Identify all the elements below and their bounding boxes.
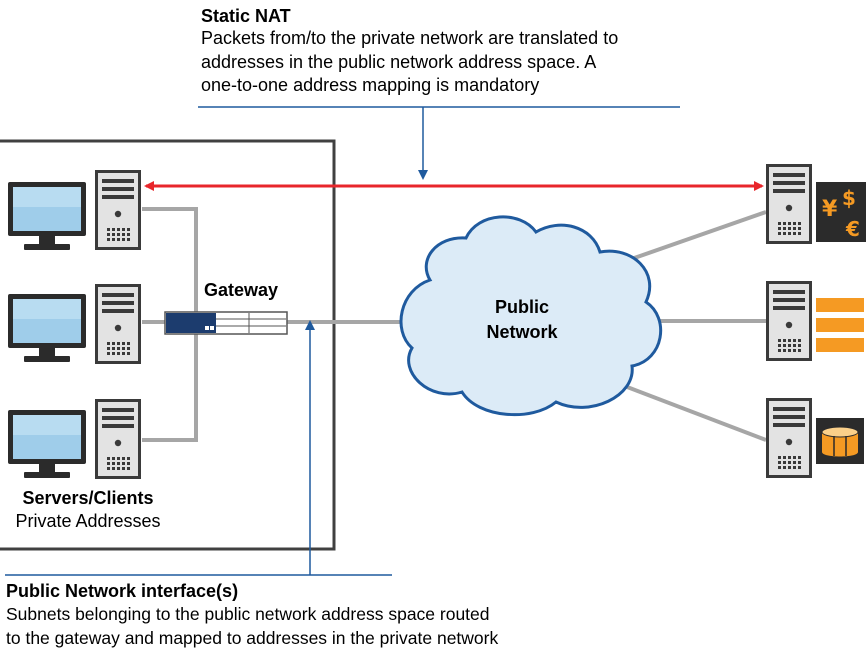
server-tower-icon (95, 170, 141, 250)
monitor-icon (8, 294, 86, 362)
public-interface-line-1: Subnets belonging to the public network … (6, 604, 490, 624)
cloud-label-line-1: Public (494, 297, 549, 317)
static-nat-line-3: one-to-one address mapping is mandatory (201, 75, 540, 95)
svg-text:¥: ¥ (822, 197, 838, 222)
private-host-3 (8, 399, 141, 479)
server-tower-icon (766, 164, 812, 244)
currency-icon: ¥ $ € (816, 182, 866, 242)
public-interface-title: Public Network interface(s) (6, 581, 239, 601)
private-network-title: Servers/Clients (22, 488, 154, 508)
static-nat-line-2: addresses in the public network address … (201, 52, 597, 72)
server-tower-icon (766, 398, 812, 478)
public-server-3 (766, 398, 864, 478)
server-tower-icon (95, 399, 141, 479)
static-nat-line-1: Packets from/to the private network are … (201, 28, 619, 48)
public-interface-line-2: to the gateway and mapped to addresses i… (6, 628, 499, 648)
private-host-2 (8, 284, 141, 364)
svg-text:€: € (845, 217, 860, 241)
cloud-label-line-2: Network (486, 322, 558, 342)
private-network-subtitle: Private Addresses (15, 511, 161, 531)
svg-text:$: $ (842, 186, 856, 210)
server-tower-icon (766, 281, 812, 361)
public-interface-callout (5, 320, 392, 576)
monitor-icon (8, 410, 86, 478)
gateway-device-icon (164, 311, 288, 335)
private-host-1 (8, 170, 141, 250)
database-rows-icon (816, 298, 864, 352)
storage-drum-icon (816, 418, 864, 464)
public-server-2 (766, 281, 864, 361)
static-nat-callout (198, 106, 680, 180)
monitor-icon (8, 182, 86, 250)
gateway-label: Gateway (204, 280, 279, 300)
cloud-icon (399, 215, 663, 417)
server-tower-icon (95, 284, 141, 364)
static-nat-title: Static NAT (201, 6, 291, 26)
private-network-box (0, 139, 336, 551)
public-server-1: ¥ $ € (766, 164, 866, 244)
